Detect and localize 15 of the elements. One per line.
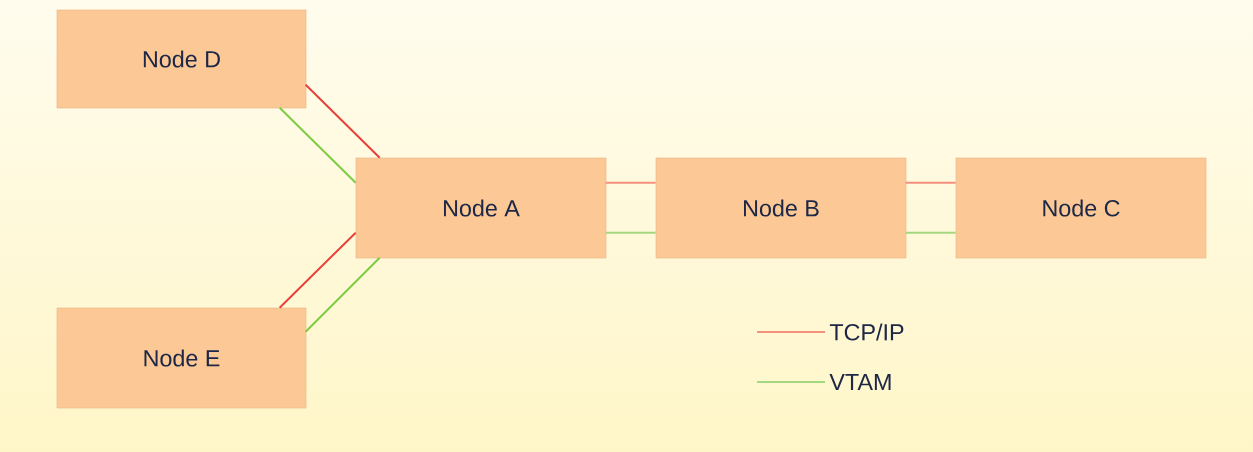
connector-line [904,231,957,234]
legend-label: VTAM [829,374,891,391]
node-box: Node A [355,157,607,259]
connector-line [604,181,657,184]
connector-line [278,106,357,184]
node-box: Node D [56,9,307,109]
node-box: Node E [56,307,307,409]
legend-label: TCP/IP [829,323,904,341]
node-box: Node C [955,157,1207,259]
connector-line [604,231,657,234]
node-box: Node B [655,157,907,259]
connector-line [304,256,381,333]
connector-line [278,231,357,309]
connector-line [904,181,957,184]
connector-line [304,83,381,159]
